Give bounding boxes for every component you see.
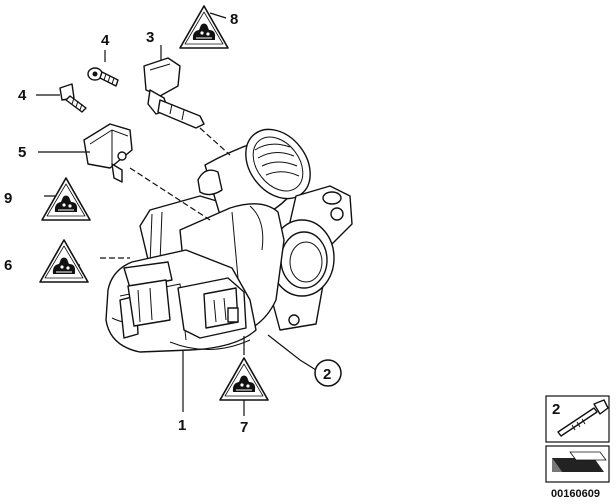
callout-1: 1: [178, 417, 186, 434]
intake-air-temp-sensor: [143, 57, 205, 129]
warning-symbol-7: [219, 357, 269, 401]
callout-8: 8: [230, 11, 238, 28]
callout-9: 9: [4, 190, 12, 207]
bolt-icon: [557, 399, 609, 437]
callout-4-upper: 4: [101, 32, 110, 49]
warning-symbol-9: [41, 177, 91, 221]
throttle-body-housing: [105, 128, 353, 353]
warning-symbol-8: [179, 5, 229, 49]
callout-2-circle: [314, 359, 342, 387]
screw-upper: [87, 67, 119, 87]
document-id: 00160609: [551, 488, 600, 500]
callout-5: 5: [18, 144, 26, 161]
map-sensor: [83, 123, 133, 183]
warning-symbol-6: [39, 239, 89, 283]
legend-box: 2: [545, 395, 610, 483]
callout-2: 2: [323, 366, 331, 383]
direction-arrow-icon: [552, 451, 607, 472]
callout-4-left: 4: [18, 87, 27, 104]
screw-left: [59, 83, 87, 113]
callout-6: 6: [4, 257, 12, 274]
legend-callout-2: 2: [552, 401, 560, 418]
callout-7: 7: [240, 419, 248, 436]
callout-3: 3: [146, 29, 154, 46]
